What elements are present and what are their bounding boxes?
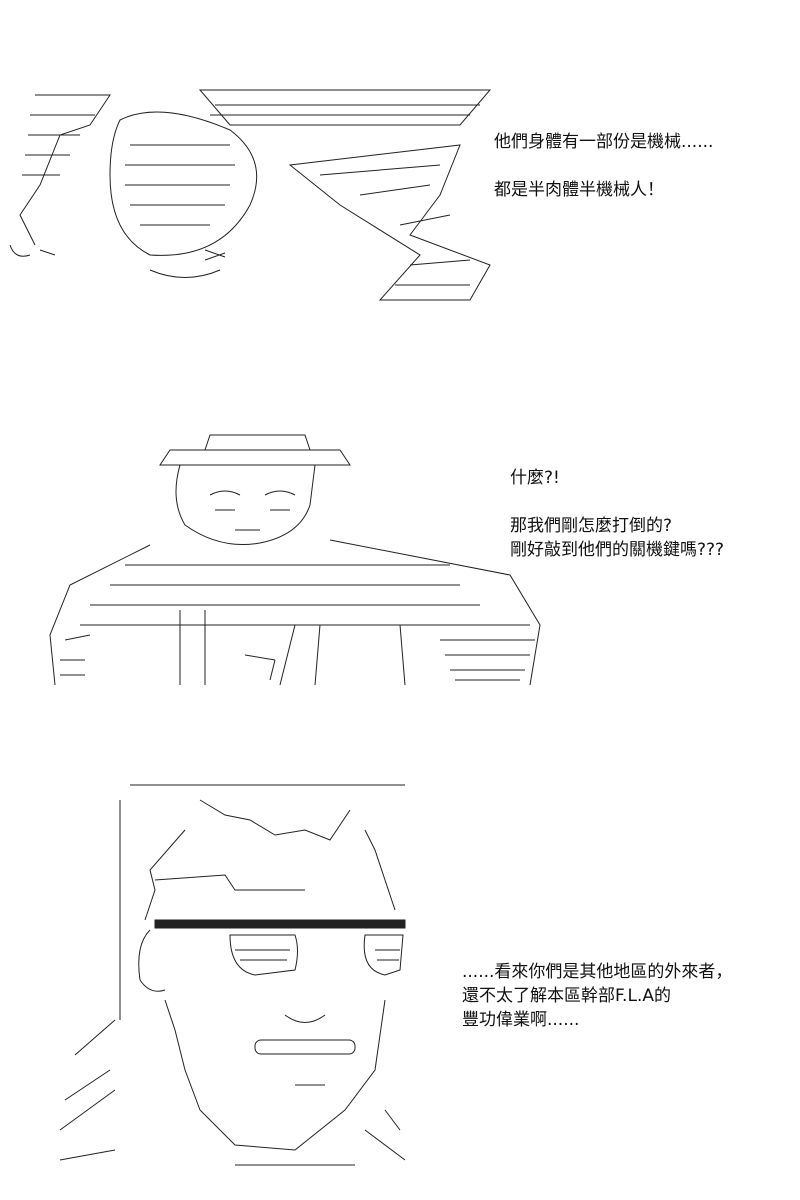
caption-line: ......看來你們是其他地區的外來者，: [462, 962, 733, 982]
ascii-art-sunglasses-face: [59, 784, 406, 1166]
caption-line: 他們身體有一部份是機械......: [494, 132, 714, 152]
caption-line: 什麼?!: [510, 468, 560, 488]
caption-line: 剛好敲到他們的關機鍵嗎???: [510, 540, 725, 560]
caption-line: 都是半肉體半機械人！: [494, 180, 664, 200]
ascii-art-boss-on-throne: [49, 434, 541, 686]
comic-panel-3: ......看來你們是其他地區的外來者， 還不太了解本區幹部F.L.A的 豐功偉…: [0, 760, 800, 1190]
comic-panel-1: 他們身體有一部份是機械...... 都是半肉體半機械人！: [0, 70, 800, 320]
caption-block: ......看來你們是其他地區的外來者， 還不太了解本區幹部F.L.A的 豐功偉…: [462, 960, 732, 1032]
caption-block: 他們身體有一部份是機械...... 都是半肉體半機械人！: [494, 130, 713, 202]
caption-line: 那我們剛怎麼打倒的?: [510, 516, 673, 536]
caption-block: 什麼?! 那我們剛怎麼打倒的? 剛好敲到他們的關機鍵嗎???: [510, 466, 724, 562]
caption-line: 還不太了解本區幹部F.L.A的: [462, 986, 671, 1006]
ascii-art-hatched-figure: [9, 89, 492, 301]
comic-panel-2: 什麼?! 那我們剛怎麼打倒的? 剛好敲到他們的關機鍵嗎???: [0, 410, 800, 700]
caption-line: 豐功偉業啊......: [462, 1010, 580, 1030]
